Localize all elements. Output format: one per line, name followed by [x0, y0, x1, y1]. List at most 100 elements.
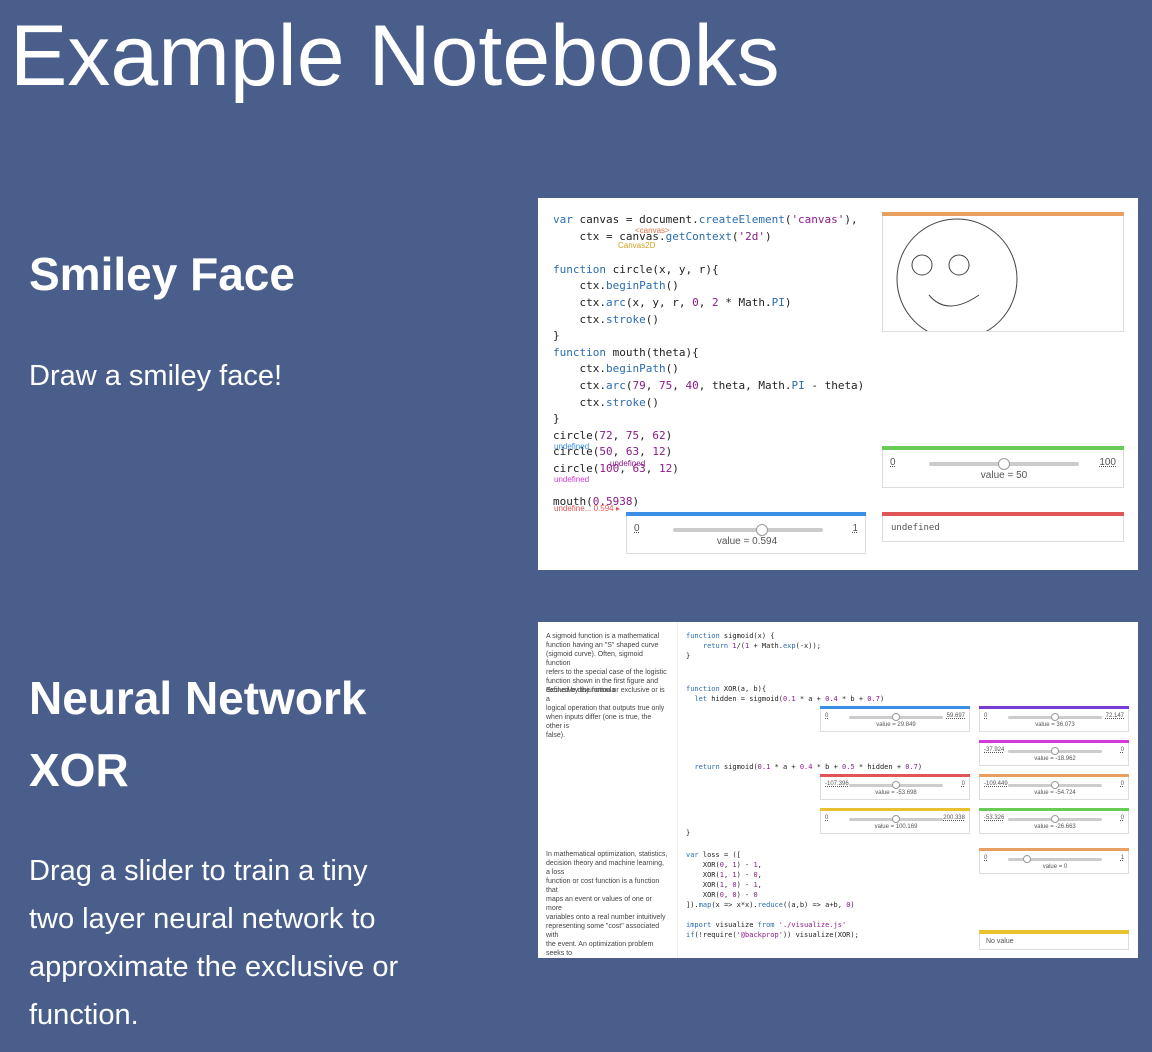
side-text-line: maps an event or values of one or more: [546, 896, 652, 912]
code-line: mouth(0.5938): [553, 495, 640, 509]
visualize-code[interactable]: import visualize from './visualize.js'if…: [686, 920, 859, 940]
panel-color-bar: [882, 446, 1124, 450]
panel-color-bar: [979, 930, 1129, 934]
slider-min-label: 0: [634, 523, 640, 534]
code-line: return 1/(1 + Math.exp(-x));: [702, 642, 821, 650]
page-title: Example Notebooks: [10, 8, 780, 104]
column-divider: [677, 622, 678, 958]
slider-track[interactable]: [1008, 858, 1102, 861]
panel-color-bar: [979, 740, 1129, 743]
side-text-line: function shown in the first figure and: [546, 678, 659, 685]
slider-handle[interactable]: [892, 781, 900, 789]
sigmoid-code[interactable]: function sigmoid(x) { return 1/(1 + Math…: [686, 631, 821, 661]
left-eye-circle: [911, 254, 933, 276]
neural-network-xor-description: Drag a slider to train a tiny two layer …: [29, 847, 449, 1039]
weight-slider-panel[interactable]: -53.326 0 value = -26.663: [979, 808, 1129, 834]
slider-value-label: value = -54.724: [1034, 790, 1076, 796]
xor-close-code[interactable]: }: [686, 828, 690, 838]
code-line: ctx.beginPath(): [553, 362, 679, 376]
smiley-face-description: Draw a smiley face!: [29, 360, 283, 392]
code-line: var loss = ([: [686, 851, 741, 859]
code-line: let hidden = sigmoid(0.1 * a + 0.4 * b +…: [694, 695, 885, 703]
slider-handle[interactable]: [1051, 713, 1059, 721]
no-value-panel: No value: [979, 930, 1129, 950]
code-line: ctx.beginPath(): [553, 279, 679, 293]
xor-return-code[interactable]: return sigmoid(0.1 * a + 0.4 * b + 0.5 *…: [686, 762, 922, 772]
mouth-arc: [928, 294, 980, 307]
smiley-code-editor[interactable]: var canvas = document.createElement('can…: [553, 212, 883, 522]
smiley-face-title[interactable]: Smiley Face: [29, 248, 295, 300]
no-value-text: No value: [986, 938, 1014, 945]
code-line: function sigmoid(x) {: [686, 632, 775, 640]
slider-handle[interactable]: [756, 524, 769, 536]
neural-network-xor-screenshot[interactable]: A sigmoid function is a mathematical func…: [538, 622, 1138, 958]
slider-handle[interactable]: [892, 815, 900, 823]
right-eye-circle: [948, 254, 970, 276]
code-line: }: [553, 329, 560, 343]
slider-max-label: 0: [1120, 781, 1124, 787]
xor-description: Exclusive disjunction or exclusive or is…: [546, 686, 668, 740]
slider-handle[interactable]: [1051, 815, 1059, 823]
slider-handle[interactable]: [998, 458, 1010, 470]
code-line: [553, 478, 883, 495]
code-line: XOR(1, 1) - 0,: [686, 871, 762, 879]
code-line: function circle(x, y, r){: [553, 262, 719, 276]
side-text-line: A sigmoid function is a mathematical: [546, 633, 660, 640]
code-line: XOR(0, 0) - 0: [686, 891, 758, 899]
slider-handle[interactable]: [1051, 747, 1059, 755]
smiley-face-drawing: [896, 218, 1018, 340]
slider-max-label: 200.338: [943, 815, 965, 821]
canvas-output-panel: [882, 212, 1124, 340]
mouth-slider-panel[interactable]: 0 1 value = 0.594: [626, 512, 866, 554]
slider-handle[interactable]: [892, 713, 900, 721]
slider-max-label: 59.697: [946, 713, 965, 719]
slider-value-label: value = -26.663: [1034, 824, 1076, 830]
slider-min-label: -53.326: [984, 815, 1005, 821]
slider-track[interactable]: [673, 528, 823, 532]
output-text: undefined: [891, 523, 940, 533]
radius-slider-panel[interactable]: 0 100 value = 50: [882, 446, 1124, 488]
side-text-line: representing some "cost" associated with: [546, 923, 660, 939]
canvas-tag-annotation: <canvas>: [635, 226, 670, 235]
smiley-face-screenshot[interactable]: var canvas = document.createElement('can…: [538, 198, 1138, 570]
loss-code[interactable]: var loss = ([ XOR(0, 1) - 1, XOR(1, 1) -…: [686, 850, 855, 910]
slider-value-label: value = 50: [980, 470, 1028, 481]
slider-min-label: 0: [984, 855, 988, 861]
slider-value-label: value = 36.073: [1035, 722, 1075, 728]
xor-code[interactable]: function XOR(a, b){ let hidden = sigmoid…: [686, 684, 884, 704]
code-line: circle(72, 75, 62): [553, 428, 673, 442]
slider-handle[interactable]: [1051, 781, 1059, 789]
undefined-annotation: undefined: [610, 459, 646, 468]
code-line: function mouth(theta){: [553, 345, 699, 359]
slider-min-label: 0: [825, 713, 829, 719]
canvas2d-annotation: Canvas2D: [618, 241, 656, 250]
neural-network-xor-title-line2: XOR: [29, 744, 129, 796]
code-line: if(!require('@backprop')) visualize(XOR)…: [686, 931, 859, 939]
slider-handle[interactable]: [1022, 855, 1031, 863]
slider-max-label: 0: [961, 781, 965, 787]
slider-max-label: 0: [1120, 815, 1124, 821]
panel-color-bar: [626, 512, 866, 516]
slider-max-label: 72.147: [1105, 713, 1124, 719]
code-line: var canvas = document.createElement('can…: [553, 213, 858, 226]
code-line: }: [686, 829, 691, 837]
slider-value-label: value = 100.169: [874, 824, 918, 830]
undefined-annotation: undefined: [554, 475, 590, 484]
panel-color-bar: [820, 808, 970, 811]
loss-function-description: In mathematical optimization, statistics…: [546, 850, 668, 958]
panel-color-bar: [882, 512, 1124, 516]
slider-value-label: value = 0: [1042, 864, 1068, 870]
code-line: ctx.arc(x, y, r, 0, 2 * Math.PI): [553, 295, 792, 309]
side-text-line: variables onto a real number intuitively: [546, 914, 666, 921]
panel-color-bar: [979, 808, 1129, 811]
code-line: ctx.arc(79, 75, 40, theta, Math.PI - the…: [553, 378, 865, 392]
code-line: circle(100, 63, 12): [553, 461, 679, 475]
neural-network-xor-title[interactable]: Neural Network XOR: [29, 662, 366, 806]
